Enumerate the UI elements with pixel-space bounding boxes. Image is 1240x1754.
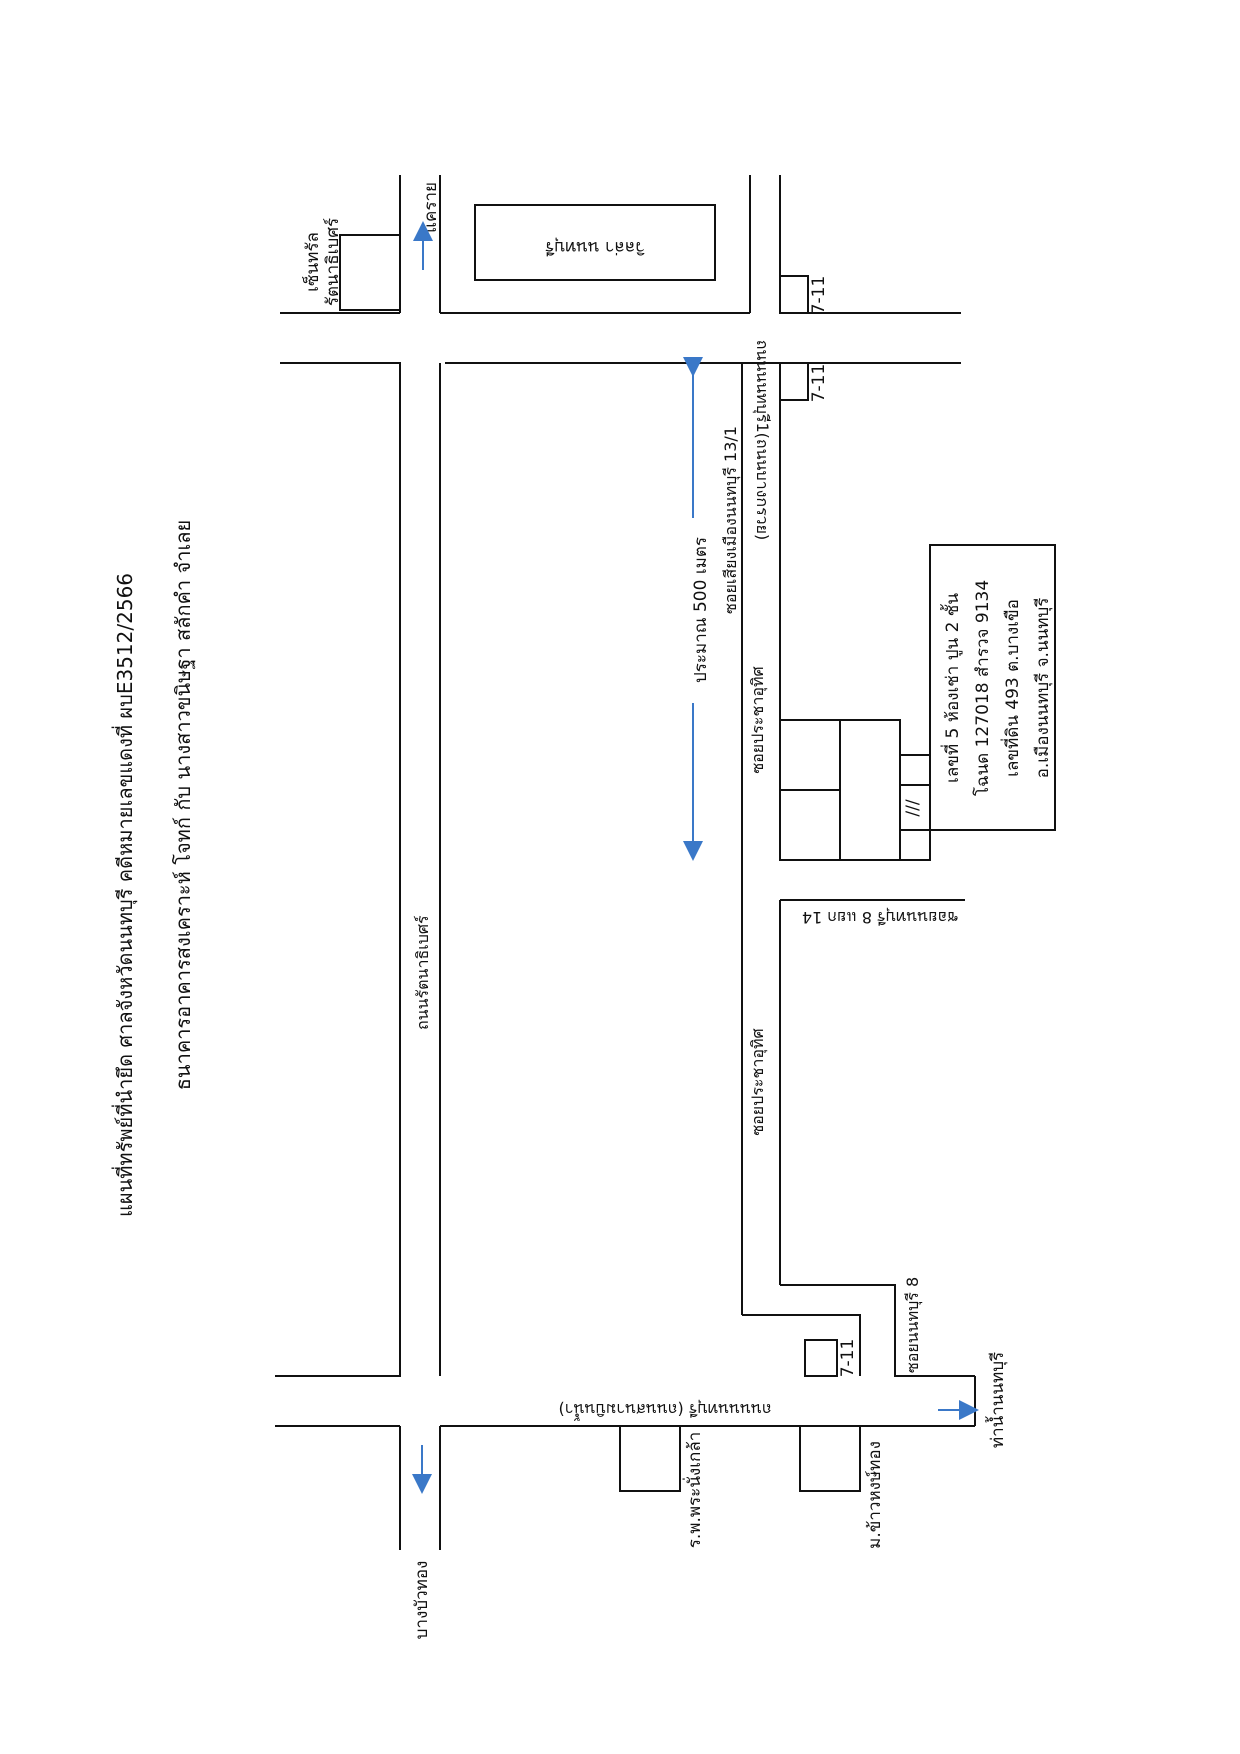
nonthaburi-1-top-label: ถนนนนทบุรี1(ถนนบางกรวย) [752, 340, 772, 541]
tha-nam-nonthaburi-label: ท่าน้ำนนทบุรี [985, 1352, 1008, 1448]
seven-eleven-box-1 [779, 275, 809, 314]
road-rattanathibet [275, 362, 441, 1377]
soi-prachauthit-label-2: ซอยประชาอุทิศ [748, 1028, 768, 1135]
property-line-1: เลขที่ 5 ห้องเช่า ปูน 2 ชั้น [940, 593, 963, 783]
rattanathibet-label: ถนนรัตนาธิเบศร์ [413, 915, 432, 1030]
central-label-1: เซ็นทรัล [301, 232, 323, 292]
bang-bua-thong-label: บางบัวทอง [412, 1561, 432, 1640]
central-box [339, 234, 401, 311]
seven-eleven-label-2: 7-11 [809, 364, 829, 403]
parties-line: ธนาคารอาคารสงเคราะห์ โจทก์ กับ นางสาวขนิ… [171, 520, 195, 1091]
villa-label: วิลล่า นนทบุรี [545, 237, 645, 257]
seven-eleven-box-3 [804, 1339, 838, 1377]
distance-label: ประมาณ 500 เมตร [691, 537, 711, 683]
khaohong-box [799, 1425, 861, 1492]
hospital-label: ร.พ.พระนั่งเกล้า [682, 1432, 705, 1549]
property-line-2: โฉนด 127018 สำรวจ 9134 [972, 580, 993, 796]
soi-siang-muang-label: ซอยเสียงเมืองนนทบุรี 13/1 [721, 426, 741, 614]
nonthaburi-1-bottom-label: ถนนนนทบุรี (ถนนสนามบินน้ำ) [558, 1399, 771, 1421]
road-nonthaburi-top [280, 175, 961, 364]
distance-label-bg [684, 518, 702, 703]
khae-rai-label: แคราย [421, 182, 441, 233]
soi-8-yaek-14-label: ซอยนนทบุรี 8 แยก 14 [802, 907, 958, 927]
soi-nonthaburi-8-label: ซอยนนทบุรี 8 [903, 1277, 923, 1373]
property-line-3: เลขที่ดิน 493 ต.บางเขือ [1000, 599, 1023, 777]
villa-box [474, 204, 716, 281]
hospital-box [619, 1425, 681, 1492]
khaohong-label: ม.ข้าวหงษ์ทอง [865, 1441, 885, 1549]
seven-eleven-label-1: 7-11 [809, 276, 829, 315]
road-soi-prachauthit [741, 363, 975, 1377]
property-buildings [779, 719, 931, 861]
seven-eleven-box-2 [779, 362, 809, 401]
property-info-box [929, 544, 1056, 831]
soi-prachauthit-label-1: ซอยประชาอุทิศ [748, 666, 768, 773]
seven-eleven-label-3: 7-11 [838, 1339, 858, 1378]
central-label-2: รัตนาธิเบศร์ [323, 218, 343, 306]
map-title: แผนที่ทรัพย์ที่นำยึด ศาลจังหวัดนนทบุรี ค… [111, 573, 138, 1217]
property-hatch: /// [903, 799, 923, 816]
property-line-4: อ.เมืองนนทบุรี จ.นนทบุรี [1033, 598, 1053, 779]
